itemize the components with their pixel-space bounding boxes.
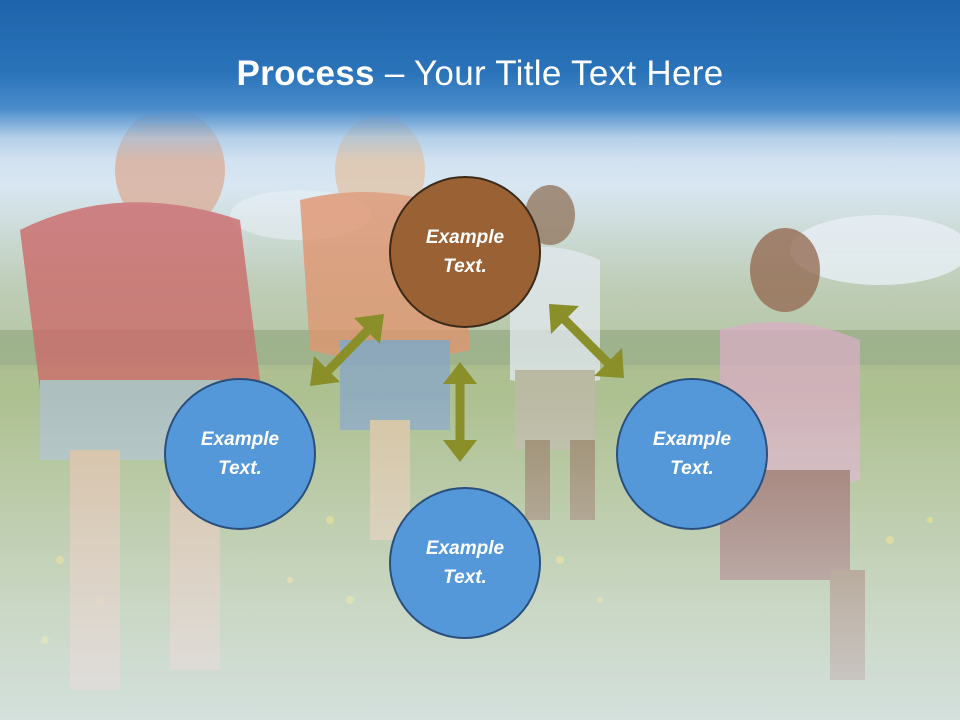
node-bottom-text: Example Text.	[425, 538, 505, 588]
node-right-text: Example Text.	[652, 429, 732, 479]
title-rest: – Your Title Text Here	[374, 54, 724, 93]
title-bold: Process	[236, 54, 375, 93]
arrow-head	[443, 362, 477, 384]
arrow-head	[310, 356, 340, 386]
node-left[interactable]: Example Text.	[164, 378, 316, 530]
slide-title: Process – Your Title Text Here	[0, 54, 960, 94]
arrow-head	[443, 440, 477, 462]
header-band	[0, 0, 960, 160]
arrow-head	[354, 314, 384, 344]
node-left-text: Example Text.	[200, 429, 280, 479]
node-right[interactable]: Example Text.	[616, 378, 768, 530]
node-bottom[interactable]: Example Text.	[389, 487, 541, 639]
node-top[interactable]: Example Text.	[389, 176, 541, 328]
arrow-left-diagonal	[322, 324, 374, 377]
arrow-head	[594, 348, 624, 378]
arrow-right-diagonal	[559, 314, 612, 367]
node-top-text: Example Text.	[425, 227, 505, 277]
arrow-head	[549, 304, 579, 334]
